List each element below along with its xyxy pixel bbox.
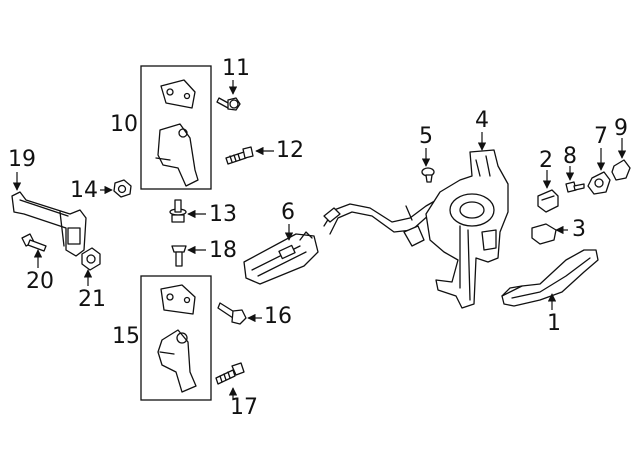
callout-16: 16 bbox=[264, 304, 292, 329]
callout-19: 19 bbox=[8, 147, 36, 172]
clip-2 bbox=[537, 189, 559, 213]
lower-hinge-bracket bbox=[157, 284, 197, 393]
callout-11: 11 bbox=[222, 56, 250, 81]
callout-12: 12 bbox=[276, 138, 304, 163]
bolt-17 bbox=[215, 362, 245, 385]
pad-9 bbox=[611, 159, 631, 181]
screw-5 bbox=[421, 167, 435, 183]
nut-21 bbox=[81, 247, 101, 271]
outside-door-handle bbox=[501, 249, 599, 307]
door-check-strap bbox=[11, 191, 87, 257]
callout-1: 1 bbox=[547, 311, 561, 336]
bolt-16 bbox=[217, 302, 247, 325]
callout-3: 3 bbox=[572, 217, 586, 242]
hinge-group-box-lower bbox=[140, 275, 212, 401]
screw-8 bbox=[565, 181, 585, 193]
callout-14: 14 bbox=[70, 178, 98, 203]
bolt-20 bbox=[21, 233, 47, 252]
callout-5: 5 bbox=[419, 124, 433, 149]
pad-3 bbox=[531, 223, 557, 245]
callout-17: 17 bbox=[230, 395, 258, 420]
callout-20: 20 bbox=[26, 269, 54, 294]
callout-7: 7 bbox=[594, 124, 608, 149]
callout-6: 6 bbox=[281, 200, 295, 225]
callout-2: 2 bbox=[539, 148, 553, 173]
bolt-18 bbox=[171, 245, 187, 267]
callout-4: 4 bbox=[475, 108, 489, 133]
bolt-13 bbox=[169, 199, 187, 223]
callout-15: 15 bbox=[112, 324, 140, 349]
bolt-11 bbox=[216, 97, 241, 111]
hinge-group-box-upper bbox=[140, 65, 212, 190]
leader-lines bbox=[12, 80, 627, 400]
callout-10: 10 bbox=[110, 112, 138, 137]
callout-18: 18 bbox=[209, 238, 237, 263]
nut-14 bbox=[113, 179, 132, 198]
door-latch-assembly bbox=[425, 149, 509, 309]
handle-bracket-6 bbox=[243, 231, 319, 285]
striker-7 bbox=[587, 171, 611, 195]
callout-9: 9 bbox=[614, 116, 628, 141]
upper-hinge-bracket bbox=[155, 79, 199, 187]
callout-21: 21 bbox=[78, 287, 106, 312]
callout-8: 8 bbox=[563, 144, 577, 169]
release-cable bbox=[323, 197, 445, 247]
callout-13: 13 bbox=[209, 202, 237, 227]
bolt-12 bbox=[225, 146, 254, 165]
